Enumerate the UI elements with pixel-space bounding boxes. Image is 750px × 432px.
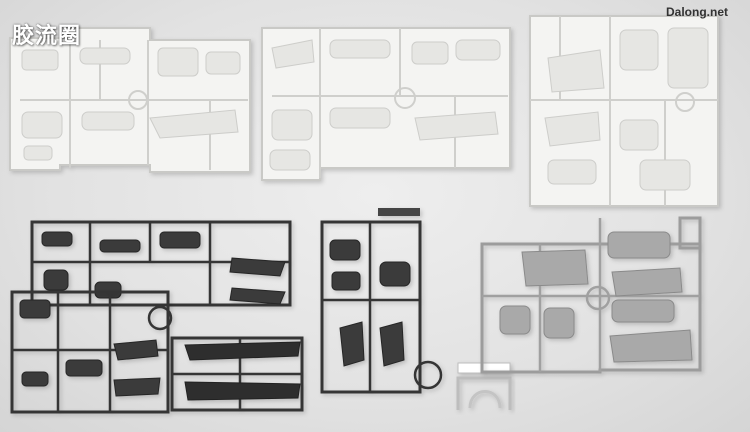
dark-runner-2 — [10, 290, 173, 414]
dark-runner-4 — [320, 208, 443, 394]
white-runner-3 — [529, 15, 719, 207]
white-runner-2 — [261, 27, 511, 181]
watermark-logo-text: 胶流圈 — [12, 24, 82, 49]
watermark-site-text: Dalong.net — [666, 5, 728, 19]
dark-runner-1 — [30, 220, 292, 307]
white-runner-1 — [9, 27, 251, 173]
gray-runner — [480, 216, 702, 374]
dark-runner-3 — [170, 336, 304, 412]
clear-runner — [456, 362, 512, 410]
